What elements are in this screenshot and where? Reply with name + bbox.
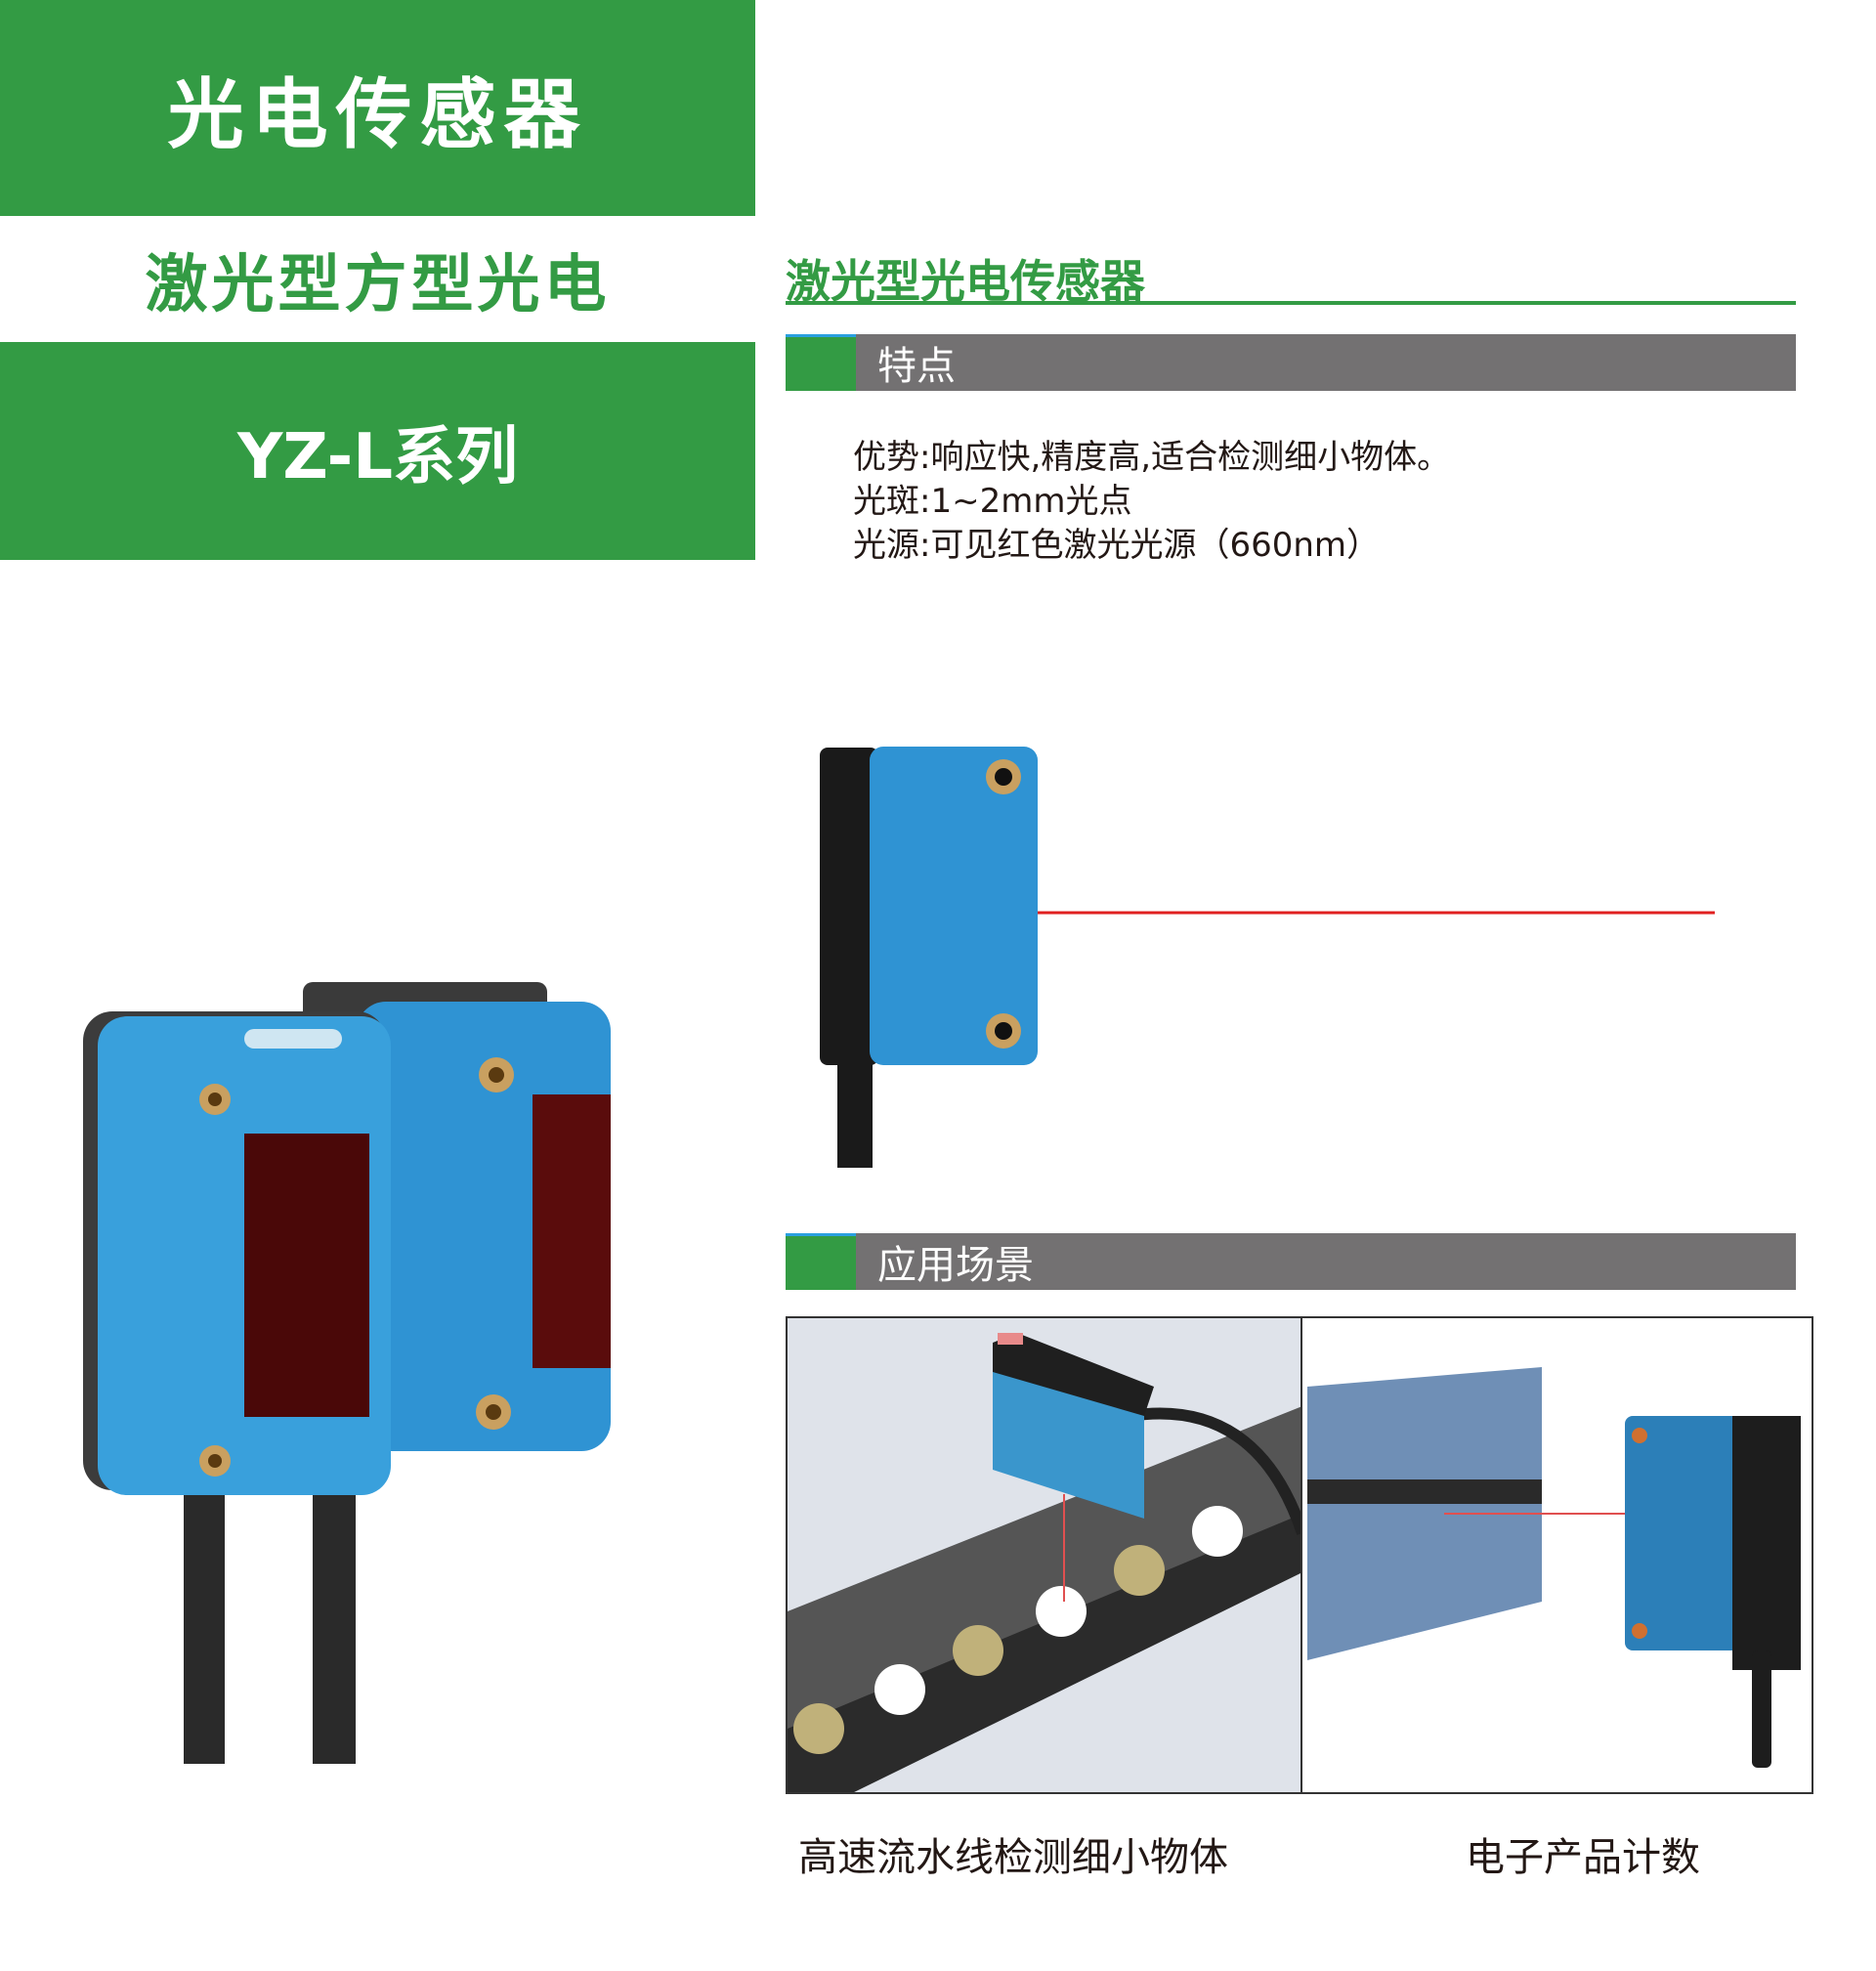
- applications-heading-bar: 应用场景: [786, 1233, 1796, 1290]
- section-title: 激光型光电传感器: [786, 255, 1145, 308]
- features-heading-bar: 特点: [786, 334, 1796, 391]
- header-subtitle: 激光型方型光电: [145, 248, 611, 321]
- feature-spot: 光斑:1~2mm光点: [853, 482, 1132, 521]
- feature-advantage: 优势:响应快,精度高,适合检测细小物体。: [853, 438, 1451, 477]
- header-title: 光电传感器: [0, 0, 755, 216]
- section-underline: [786, 301, 1796, 305]
- heading-accent: [786, 334, 856, 391]
- product-photo-sensors: [83, 982, 611, 1764]
- applications-heading: 应用场景: [877, 1243, 1034, 1288]
- conveyor-application-image: [788, 1318, 1302, 1792]
- pin-counting-application-image: [1302, 1318, 1812, 1792]
- features-heading: 特点: [877, 344, 956, 389]
- series-label: YZ-L系列: [0, 342, 755, 560]
- caption-conveyor: 高速流水线检测细小物体: [798, 1835, 1228, 1880]
- feature-light-source: 光源:可见红色激光光源（660nm）: [853, 526, 1381, 565]
- caption-electronics-counting: 电子产品计数: [1466, 1835, 1700, 1880]
- application-images: [786, 1316, 1813, 1794]
- laser-sensor-diagram: [820, 747, 1715, 1168]
- heading-accent: [786, 1233, 856, 1290]
